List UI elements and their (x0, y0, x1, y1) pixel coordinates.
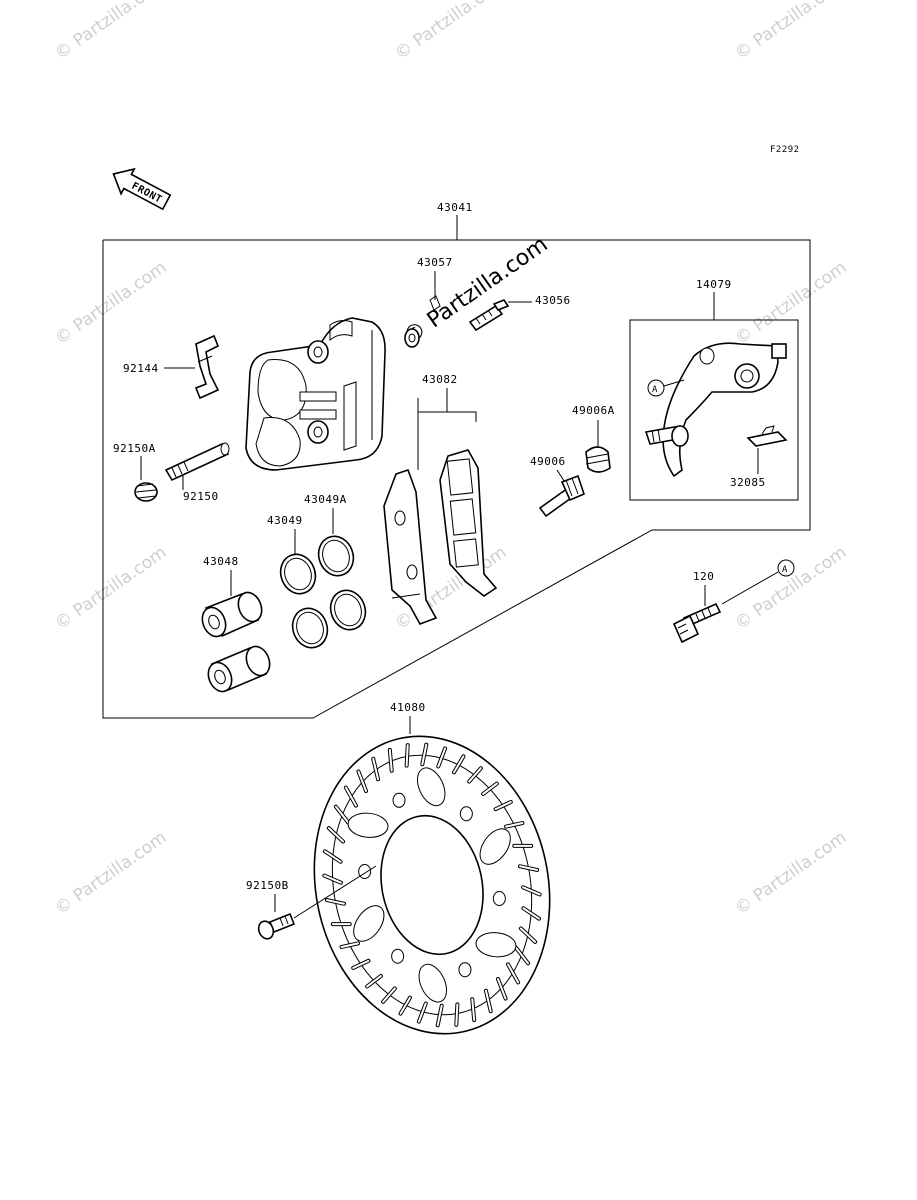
watermark: © Partzilla.com (51, 827, 170, 919)
disc-slot (340, 942, 359, 948)
brake-disc-icon (313, 735, 551, 1035)
label-92150B: 92150B (246, 879, 289, 892)
disc-window (418, 963, 448, 1003)
disc-slot (382, 987, 396, 1003)
svg-text:A: A (782, 565, 788, 575)
watermark: © Partzilla.com (51, 542, 170, 634)
disc-bolt-hole (459, 806, 473, 822)
mounting-bolt-icon (672, 602, 722, 644)
watermark-center: © Partzilla.com (399, 232, 552, 350)
disc-slot (399, 996, 411, 1015)
bleeder-valve-icon (468, 299, 510, 332)
label-43048: 43048 (203, 555, 239, 568)
disc-bolt-hole (391, 948, 405, 964)
caliper-assembly-outline (102, 239, 811, 719)
sleeve-pin-icon (538, 474, 585, 518)
label-43049: 43049 (267, 514, 303, 527)
disc-window (416, 767, 446, 807)
disc-slot (496, 977, 507, 1000)
disc-window (347, 812, 389, 838)
disc-window (479, 828, 511, 865)
label-43057: 43057 (417, 256, 453, 269)
label-41080: 41080 (390, 701, 426, 714)
disc-slot (388, 748, 393, 772)
label-43049A: 43049A (304, 493, 347, 506)
piston-seal-a-icon (317, 535, 367, 631)
disc-bolt-hole (492, 890, 506, 906)
caliper-bracket-icon (644, 342, 787, 478)
disc-slot (522, 907, 541, 920)
disc-slot (334, 805, 350, 824)
disc-bolt-hole (458, 962, 472, 978)
ref-marker-a-bolt: A (721, 559, 795, 605)
label-92150: 92150 (183, 490, 219, 503)
pad-retainer-icon (746, 425, 788, 447)
disc-slot (327, 827, 345, 843)
disc-slot (366, 975, 382, 988)
disc-slot (437, 747, 447, 768)
label-92144: 92144 (123, 362, 159, 375)
svg-text:A: A (652, 385, 658, 395)
disc-window (475, 932, 517, 958)
disc-slot (405, 744, 409, 767)
disc-slot (507, 963, 520, 984)
watermark: © Partzilla.com (51, 257, 170, 349)
disc-slot (484, 989, 492, 1013)
disc-slot (455, 1003, 459, 1026)
pin-plug-icon (134, 482, 158, 502)
label-49006: 49006 (530, 455, 566, 468)
label-49006A: 49006A (572, 404, 615, 417)
disc-slot (522, 886, 541, 896)
watermark: © Partzilla.com (731, 0, 850, 64)
front-arrow-icon: FRONT (112, 167, 172, 211)
disc-slot (482, 782, 498, 795)
disc-slot (471, 998, 476, 1022)
dust-boot-icon (585, 446, 611, 473)
disc-slot (519, 865, 539, 871)
pad-spring-icon (194, 334, 220, 400)
disc-slot (352, 959, 370, 969)
disc-slot (519, 927, 537, 943)
disc-slot (421, 743, 428, 766)
disc-slot (323, 874, 342, 884)
figure-code: F2292 (770, 145, 800, 155)
disc-slot (436, 1004, 443, 1027)
label-32085: 32085 (730, 476, 766, 489)
disc-slot (494, 801, 512, 811)
label-14079: 14079 (696, 278, 732, 291)
watermark: © Partzilla.com (391, 0, 510, 64)
label-43056: 43056 (535, 294, 571, 307)
disc-slot (323, 850, 342, 863)
label-43041: 43041 (437, 201, 473, 214)
bleeder-cap-icon (404, 295, 441, 348)
disc-bolt-icon (257, 865, 377, 940)
disc-bolt-hole (392, 792, 406, 808)
ref-marker-a-bracket: A (647, 379, 685, 397)
disc-window (353, 905, 385, 942)
label-120: 120 (693, 570, 714, 583)
piston-seal-icon (279, 553, 329, 649)
disc-slot (417, 1002, 427, 1023)
disc-slot (325, 899, 345, 905)
piston-icon (201, 591, 271, 693)
brake-pad-outer-icon (439, 449, 498, 597)
label-92150A: 92150A (113, 442, 156, 455)
disc-slot (372, 757, 380, 781)
watermark: © Partzilla.com (51, 0, 170, 64)
caliper-body-icon (245, 317, 386, 471)
disc-slot (505, 822, 524, 828)
caliper-pin-icon (164, 442, 230, 482)
disc-slot (468, 767, 482, 783)
watermark: © Partzilla.com (731, 827, 850, 919)
disc-slot (453, 755, 465, 774)
disc-slot (514, 946, 530, 965)
brake-pad-inner-icon (383, 468, 438, 625)
label-43082: 43082 (422, 373, 458, 386)
disc-slot (357, 770, 368, 793)
watermark: © Partzilla.com (731, 257, 850, 349)
disc-slot (344, 786, 357, 807)
